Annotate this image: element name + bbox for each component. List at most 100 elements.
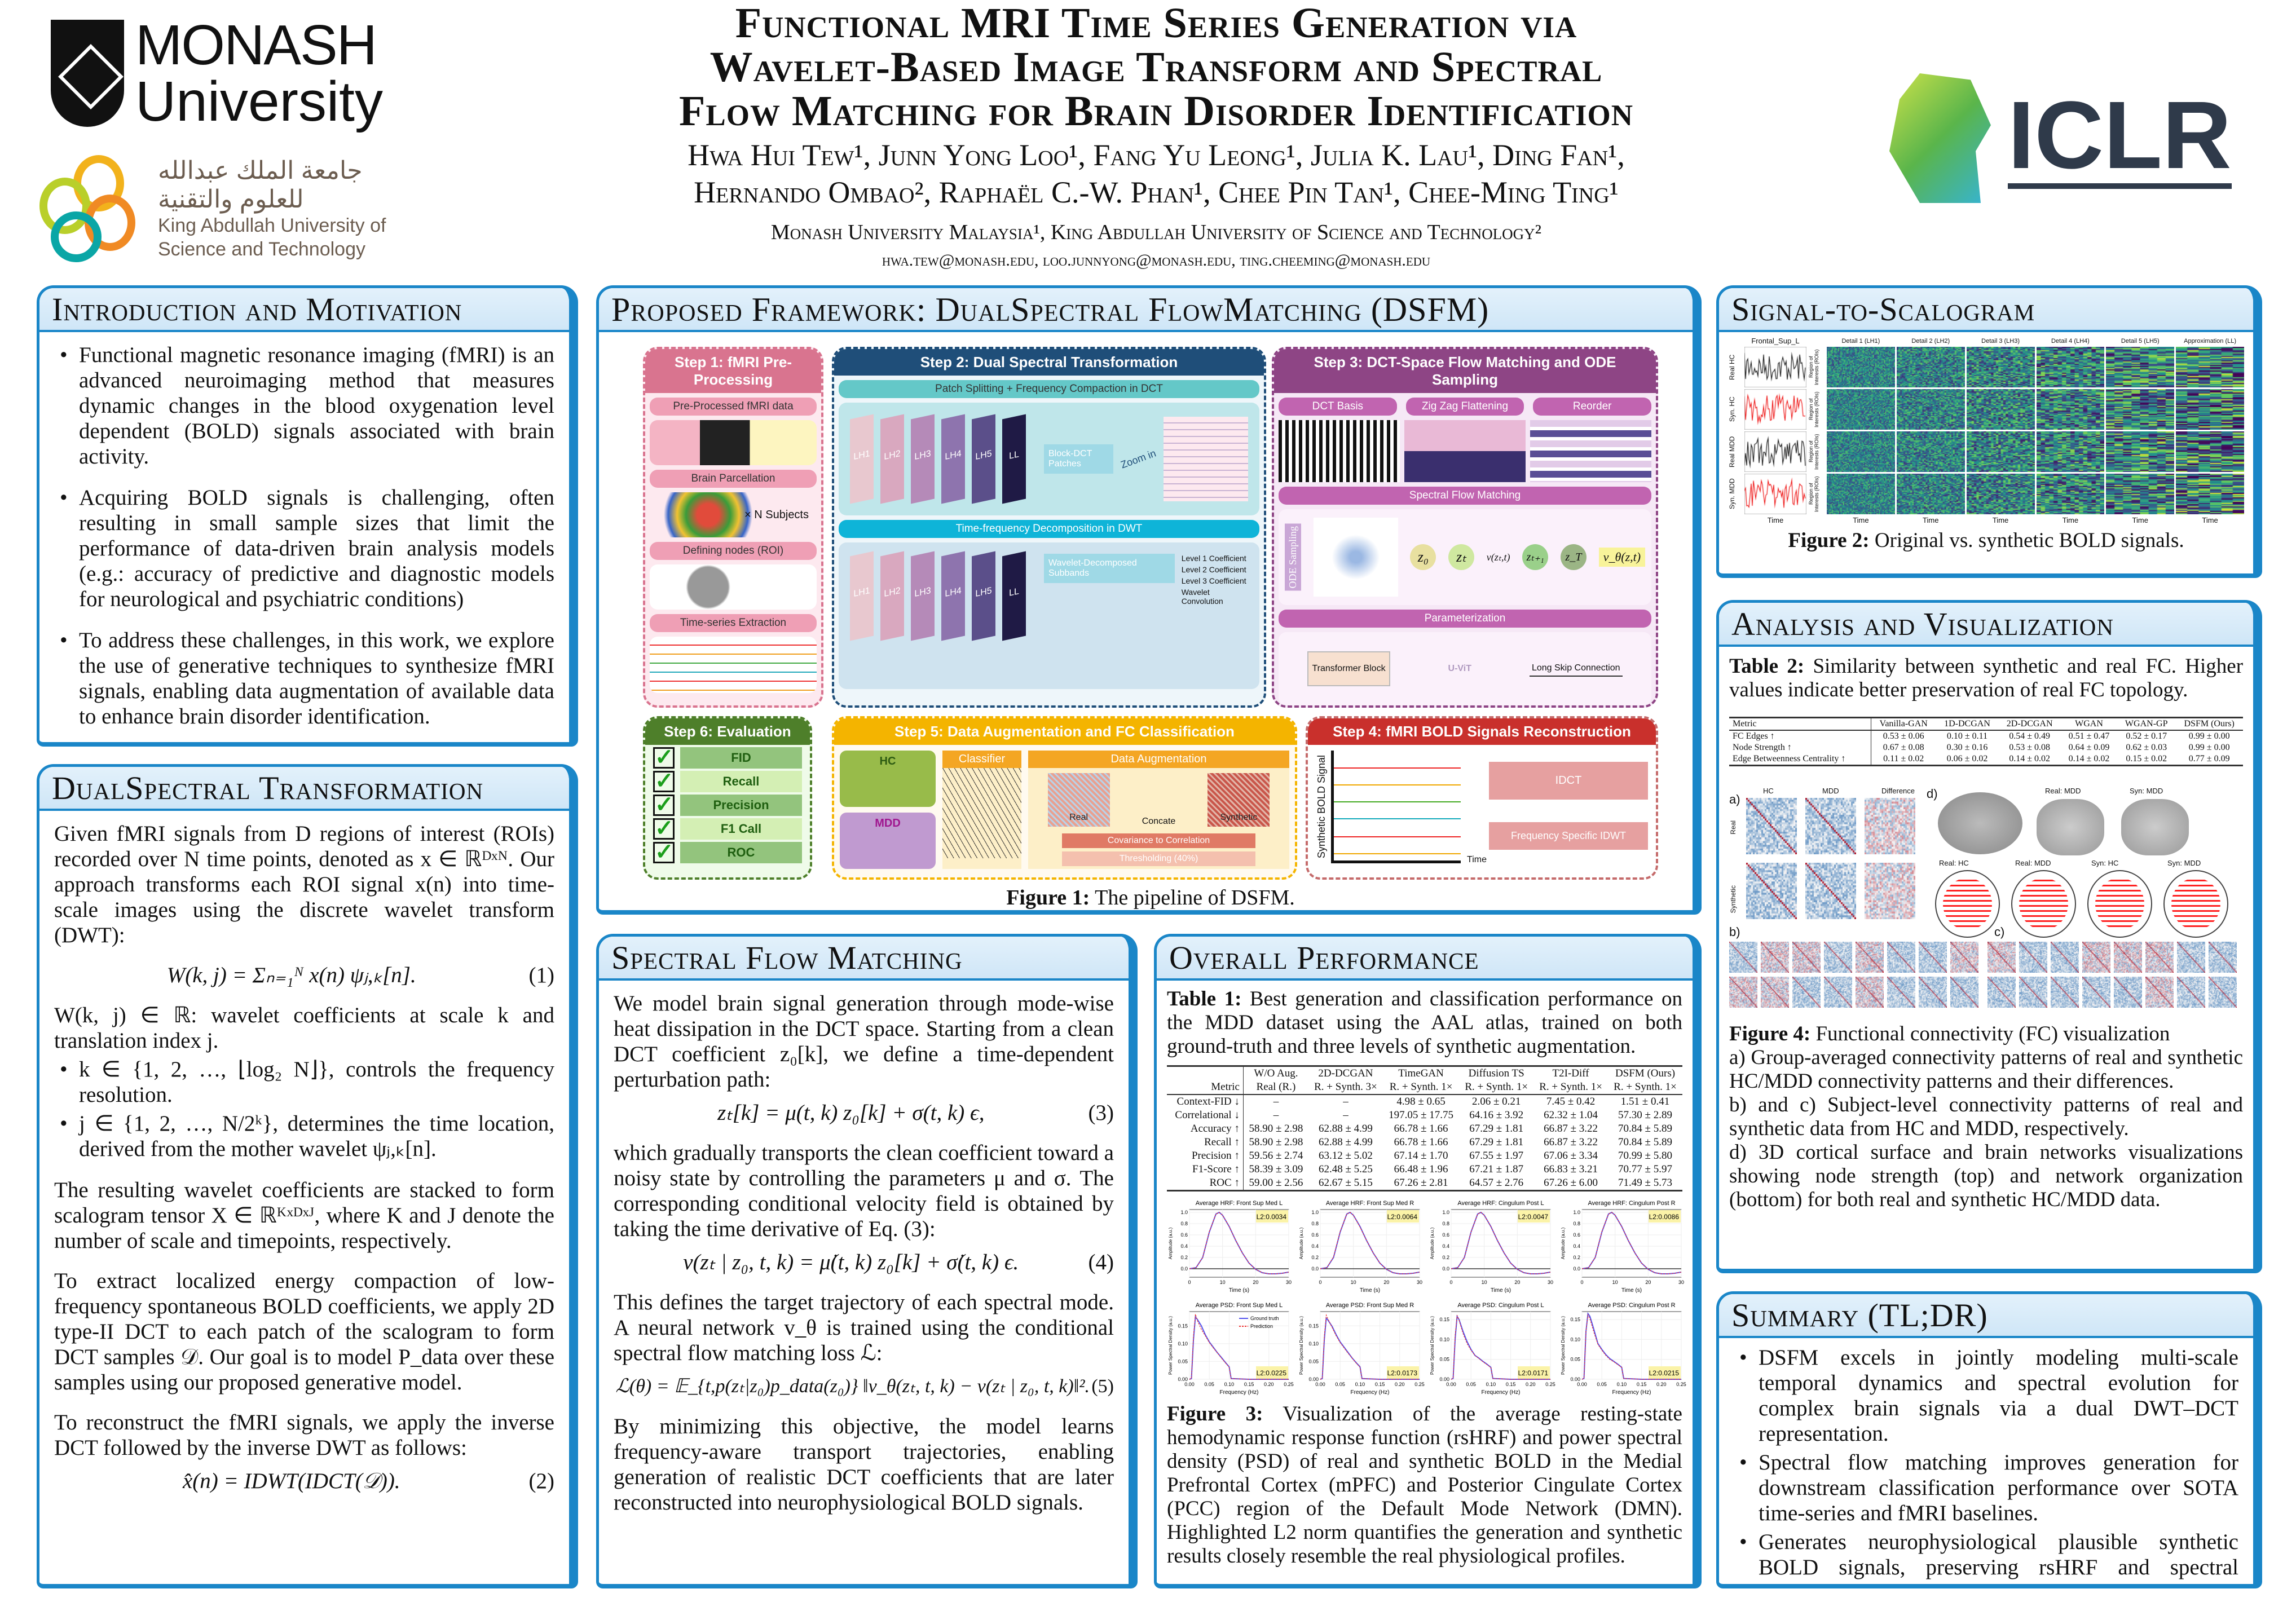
- sub-label: Brain Parcellation: [650, 470, 817, 488]
- x-tick-label: 0: [1319, 1279, 1321, 1285]
- y-tick-label: 0.10: [1439, 1336, 1449, 1342]
- metric-name: FC Edges ↑: [1729, 730, 1871, 742]
- y-tick-label: 0.6: [1442, 1232, 1449, 1238]
- equation-text: W(k, j) = Σₙ₌₁ᴺ x(n) ψⱼ,ₖ[n].: [166, 963, 416, 987]
- ode-sampling-label: ODE Sampling: [1284, 523, 1301, 591]
- bold-signal-plot: [1744, 389, 1806, 430]
- paragraph: To reconstruct the fMRI signals, we appl…: [54, 1410, 554, 1460]
- y-axis-label: Amplitude (a.u.): [1299, 1227, 1304, 1259]
- step-title: Step 5: Data Augmentation and FC Classif…: [834, 718, 1295, 745]
- metric-name: Recall ↑: [1167, 1136, 1244, 1149]
- subband-lh2: LH2: [880, 551, 904, 641]
- l2-annotation: L2:0.0171: [1518, 1369, 1549, 1377]
- series-line-prediction: [1320, 1212, 1420, 1274]
- series-line-prediction: [1320, 1314, 1420, 1380]
- brain-parcellation-image: × N Subjects: [650, 492, 817, 537]
- subjects-note: × N Subjects: [744, 508, 809, 521]
- caption-text: Best generation and classification perfo…: [1167, 987, 1682, 1058]
- l2-annotation-bg: [1256, 1366, 1288, 1379]
- y-tick-label: 0.00: [1570, 1376, 1580, 1382]
- row-label: Syn. MDD: [1728, 478, 1736, 510]
- y-axis-label: Amplitude (a.u.): [1561, 1227, 1566, 1259]
- synthetic-fc-label: Synthetic: [1208, 773, 1270, 827]
- velocity-label: v(zₜ,t): [1486, 551, 1510, 563]
- section-title: DualSpectral Transformation: [39, 767, 569, 811]
- table-cell: 58.90 ± 2.98: [1249, 1123, 1303, 1135]
- table-cell: 71.49 ± 5.73: [1608, 1176, 1682, 1191]
- x-axis-label: Time: [1767, 516, 1784, 524]
- scalogram-heatmap: [1827, 347, 1895, 387]
- setting-header: R. + Synth. 1×: [1382, 1080, 1460, 1095]
- scalogram-heatmap: [1896, 474, 1965, 514]
- table-cell: 0.30 ± 0.16: [1946, 743, 1988, 752]
- reorder-image: [1530, 420, 1651, 482]
- x-tick-label: 0.15: [1637, 1382, 1647, 1387]
- l2-annotation-bg: [1649, 1210, 1681, 1223]
- table-cell: 2.06 ± 0.21: [1471, 1096, 1521, 1107]
- scalogram-heatmap: [1827, 474, 1895, 514]
- equation-text: ℒ(θ) = 𝔼_{t,p(zₜ|z₀)p_data(z₀)} ‖v_θ(zₜ,…: [615, 1376, 1090, 1397]
- emails: hwa.tew@monash.edu, loo.junnyong@monash.…: [882, 251, 1431, 270]
- table-cell: 70.77 ± 5.97: [1618, 1163, 1672, 1175]
- row-label: Syn. HC: [1728, 396, 1736, 422]
- evaluation-list: ✓FID✓Recall✓Precision✓F1 Call✓ROC: [645, 746, 810, 863]
- chart-title: Average PSD: Cingulum Post R: [1588, 1302, 1675, 1309]
- subband-lh4: LH4: [941, 551, 965, 641]
- subject-fc-matrix: [1887, 942, 1915, 973]
- table-cell: 67.21 ± 1.87: [1469, 1163, 1524, 1175]
- table-cell: 58.90 ± 2.98: [1249, 1136, 1303, 1148]
- table-cell: 0.10 ± 0.11: [1946, 731, 1988, 741]
- header-cell: WGAN-GP: [2117, 717, 2176, 731]
- section-title: Introduction and Motivation: [39, 288, 569, 332]
- method-header: TimeGAN: [1382, 1065, 1460, 1080]
- l2-annotation: L2:0.0064: [1387, 1213, 1418, 1221]
- sub-label: Time-frequency Decomposition in DWT: [839, 520, 1259, 538]
- table-cell: –: [1273, 1096, 1279, 1107]
- caption-text: The pipeline of DSFM.: [1095, 886, 1295, 910]
- sub-label: Zig Zag Flattening: [1405, 398, 1524, 416]
- pipeline-figure: Step 1: fMRI Pre-Processing Pre-Processe…: [640, 344, 1661, 885]
- table-cell: 62.67 ± 5.15: [1308, 1176, 1383, 1191]
- table-cell: –: [1343, 1109, 1348, 1121]
- scalogram-heatmap: [2106, 347, 2175, 387]
- x-tick-label: 0.00: [1577, 1382, 1587, 1387]
- node-zT: z_T: [1560, 544, 1587, 570]
- section-title: Summary (TL;DR): [1719, 1294, 2253, 1338]
- table-cell: 58.39 ± 3.09: [1249, 1163, 1303, 1175]
- column-title: Detail 5 (LH5): [2121, 337, 2160, 345]
- section-title: Spectral Flow Matching: [599, 937, 1129, 981]
- y-tick-label: 0.10: [1570, 1336, 1580, 1342]
- brain-network-glassbrain: [2087, 870, 2152, 938]
- table-cell: 70.84 ± 5.89: [1618, 1136, 1672, 1148]
- caption-item: b) and c) Subject-level connectivity pat…: [1729, 1093, 2243, 1140]
- brain-label: Real: MDD: [2045, 787, 2081, 795]
- x-tick-label: 0.10: [1617, 1382, 1627, 1387]
- header-cell: Vanilla-GAN: [1871, 717, 1936, 731]
- subject-fc-matrix: [1761, 942, 1789, 973]
- series-line-prediction: [1451, 1315, 1550, 1380]
- subject-fc-matrix: [1729, 942, 1757, 973]
- real-fc-label: Real: [1047, 773, 1110, 827]
- table-cell: –: [1343, 1096, 1348, 1107]
- subband-ll: LL: [1002, 414, 1026, 504]
- section-title: Analysis and Visualization: [1719, 603, 2253, 647]
- table-row: Edge Betweenness Centrality ↑0.11 ± 0.02…: [1729, 753, 2243, 766]
- equation-4: v(zₜ | z₀, t, k) = μ̇(t, k) z₀[k] + σ̇(t…: [614, 1250, 1114, 1275]
- x-axis-label: Time (s): [1621, 1287, 1642, 1294]
- y-tick-label: 1.0: [1442, 1210, 1449, 1215]
- synthetic-bold-plot: Time: [1331, 751, 1487, 864]
- kaust-english-2: Science and Technology: [158, 239, 365, 260]
- spectral-flow-matching-section: Spectral Flow Matching We model brain si…: [596, 934, 1138, 1588]
- equation-number: (2): [528, 1469, 554, 1493]
- check-icon: ✓: [653, 817, 675, 840]
- sub-label: Time-series Extraction: [650, 614, 817, 632]
- authors: Hwa Hui Tew¹, Junn Yong Loo¹, Fang Yu Le…: [508, 136, 1805, 211]
- evaluation-label: FID: [680, 747, 802, 769]
- kaust-english-1: King Abdullah University of: [158, 215, 386, 236]
- setting-header: R. + Synth. 1×: [1533, 1080, 1608, 1095]
- subject-fc-matrix: [2019, 942, 2047, 973]
- evaluation-label: ROC: [680, 842, 802, 863]
